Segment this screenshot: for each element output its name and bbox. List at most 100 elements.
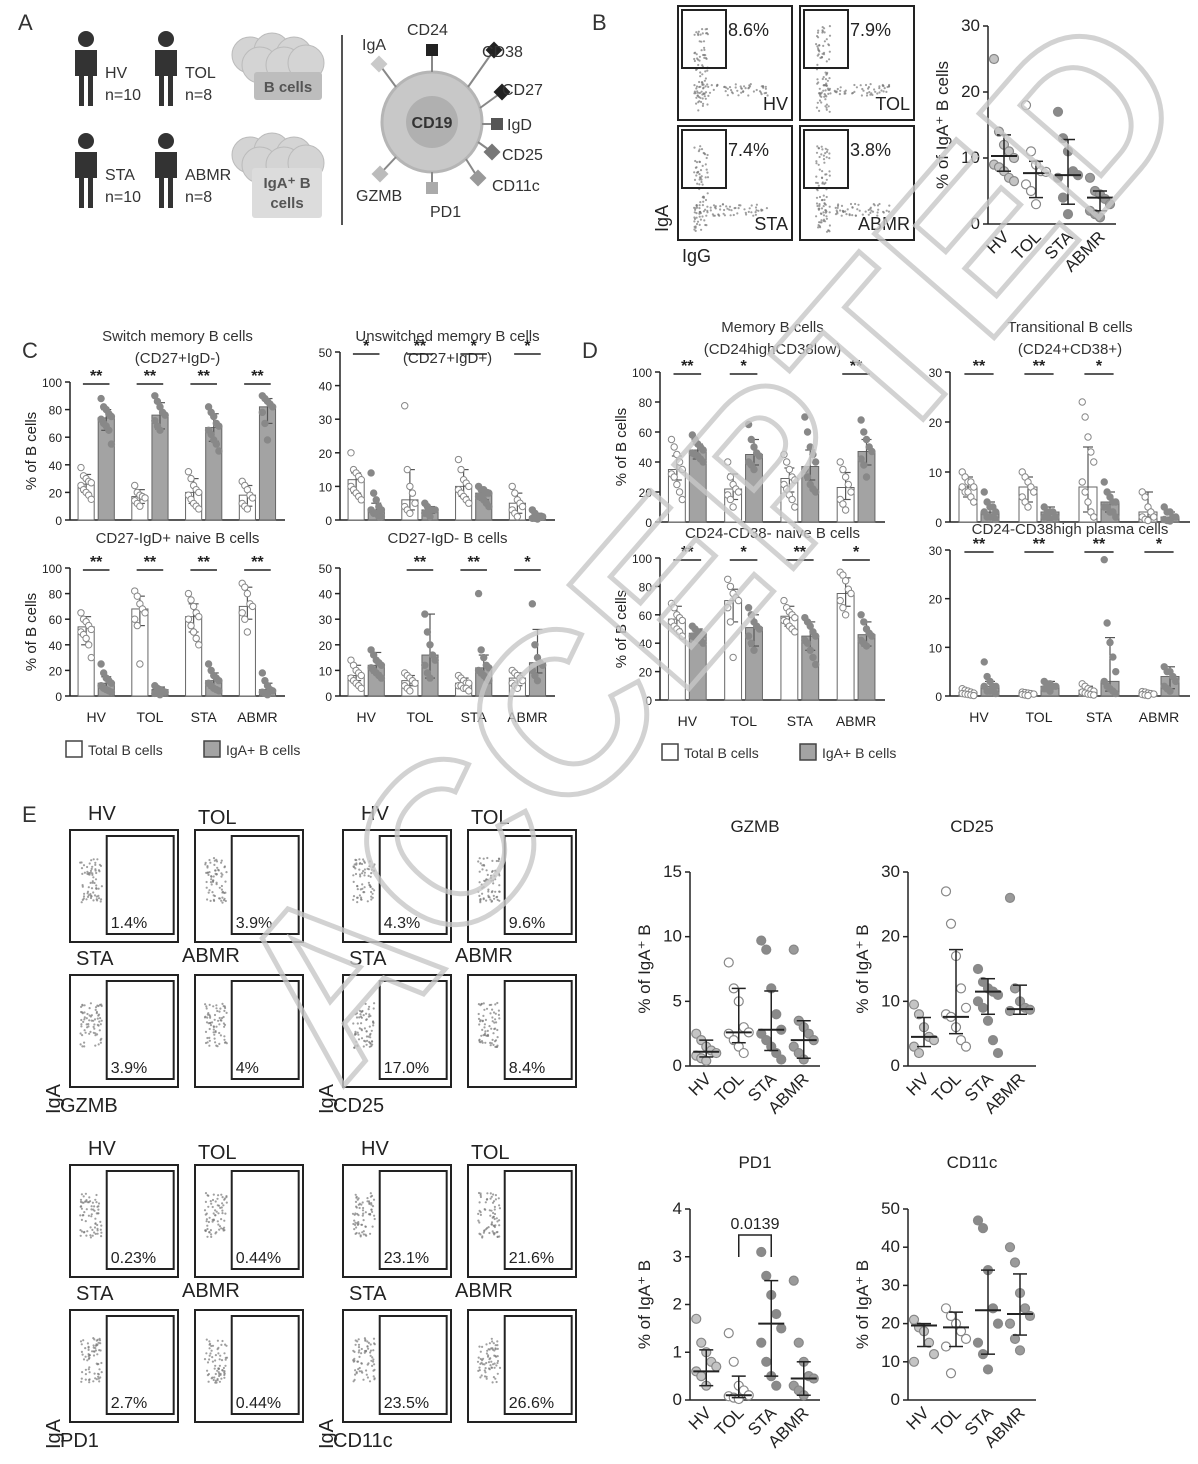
flow-event-dot xyxy=(206,1036,209,1040)
flow-event-dot xyxy=(97,1208,100,1211)
data-point xyxy=(189,628,198,636)
flow-event-dot xyxy=(83,871,86,874)
flow-event-dot xyxy=(205,1352,208,1355)
flow-event-dot xyxy=(491,1201,495,1204)
flow-event-dot xyxy=(826,71,829,74)
flow-event-dot xyxy=(354,1044,357,1047)
data-point xyxy=(268,687,277,695)
flow-event-dot xyxy=(477,1003,480,1006)
flow-gate-percent: 1.4% xyxy=(111,915,147,932)
flow-event-dot xyxy=(822,76,825,79)
flow-event-dot xyxy=(79,1234,82,1237)
data-point xyxy=(987,1303,999,1314)
data-point xyxy=(675,488,684,496)
flow-event-dot xyxy=(725,205,728,208)
flow-gate xyxy=(105,1170,175,1270)
flow-plot-cd11c-sta: 23.5% xyxy=(342,1309,452,1423)
data-point xyxy=(761,944,772,955)
flow-plot-frame xyxy=(194,974,304,1088)
data-point xyxy=(258,669,267,677)
flow-event-dot xyxy=(212,1031,215,1034)
flow-event-dot xyxy=(373,1342,376,1345)
flow-event-dot xyxy=(99,1038,102,1042)
flow-event-dot xyxy=(702,210,706,213)
flow-event-dot xyxy=(211,1360,214,1363)
data-point xyxy=(1144,691,1152,700)
flow-gate xyxy=(230,980,300,1080)
flow-event-dot xyxy=(482,863,485,867)
data-point xyxy=(1084,172,1096,183)
data-point xyxy=(699,458,707,466)
flow-event-dot xyxy=(706,83,709,86)
data-point xyxy=(1081,488,1089,496)
flow-event-dot xyxy=(215,873,218,876)
y-tick-label: 50 xyxy=(319,562,333,576)
flow-event-dot xyxy=(717,213,720,216)
chart-title: CD25 xyxy=(950,817,993,836)
flow-event-dot xyxy=(206,1227,209,1231)
data-point xyxy=(788,944,799,955)
flow-event-dot xyxy=(94,1222,97,1225)
flow-event-dot xyxy=(205,1021,209,1024)
flow-event-dot xyxy=(492,882,495,885)
y-tick-label: 60 xyxy=(49,613,63,627)
data-point xyxy=(836,458,844,466)
flow-event-dot xyxy=(476,1360,480,1363)
flow-plot-cd11c-hv: 23.1% xyxy=(342,1164,452,1278)
flow-event-dot xyxy=(362,891,365,894)
flow-event-dot xyxy=(708,91,712,94)
y-tick-label: 15 xyxy=(663,862,682,881)
flow-event-dot xyxy=(822,211,825,214)
flow-event-dot xyxy=(81,872,84,876)
flow-event-dot xyxy=(824,147,827,150)
flow-event-dot xyxy=(362,1045,365,1048)
flow-event-dot xyxy=(869,211,872,214)
flow-event-dot xyxy=(214,1041,217,1044)
data-point xyxy=(699,446,707,454)
flow-event-dot xyxy=(840,204,844,207)
flow-event-dot xyxy=(494,890,497,893)
flow-event-dot xyxy=(80,1218,83,1221)
flow-event-dot xyxy=(737,207,740,210)
flow-event-dot xyxy=(821,148,824,151)
flow-event-dot xyxy=(214,1381,217,1384)
flow-ylabel-iga-gzmb: IgA xyxy=(43,1083,65,1114)
significance-mark: ** xyxy=(251,368,264,385)
flow-event-dot xyxy=(815,175,818,178)
flow-event-dot xyxy=(217,1223,220,1226)
flow-event-dot xyxy=(88,1371,91,1374)
flow-event-dot xyxy=(491,1381,494,1384)
flow-event-dot xyxy=(82,1339,85,1342)
flow-event-dot xyxy=(204,1030,208,1033)
legend-total-label: Total B cells xyxy=(88,742,163,758)
data-point xyxy=(970,498,978,506)
flow-event-dot xyxy=(223,1219,226,1222)
flow-gate xyxy=(503,835,573,935)
flow-event-dot xyxy=(851,206,854,209)
flow-event-dot xyxy=(352,1022,355,1025)
data-point xyxy=(184,615,193,623)
flow-event-dot xyxy=(707,85,710,88)
flow-event-dot xyxy=(213,863,216,867)
flow-event-dot xyxy=(90,1213,93,1216)
flow-event-dot xyxy=(876,92,879,95)
flow-event-dot xyxy=(97,1375,100,1378)
flow-event-dot xyxy=(490,1347,493,1350)
flow-event-dot xyxy=(827,229,830,232)
flow-event-dot xyxy=(210,1233,213,1236)
flow-event-dot xyxy=(360,1037,364,1040)
y-tick-label: 80 xyxy=(49,588,63,602)
flow-event-dot xyxy=(366,1039,369,1042)
flow-event-dot xyxy=(373,1214,376,1217)
significance-mark: * xyxy=(471,338,478,355)
flow-event-dot xyxy=(80,861,83,864)
data-point xyxy=(724,575,732,583)
data-point xyxy=(982,1015,994,1026)
person-body-icon xyxy=(155,152,177,208)
flow-event-dot xyxy=(87,1346,90,1349)
flow-event-dot xyxy=(743,85,746,88)
flow-event-dot xyxy=(82,1214,85,1217)
flow-event-dot xyxy=(849,202,853,206)
flow-event-dot xyxy=(820,219,823,222)
